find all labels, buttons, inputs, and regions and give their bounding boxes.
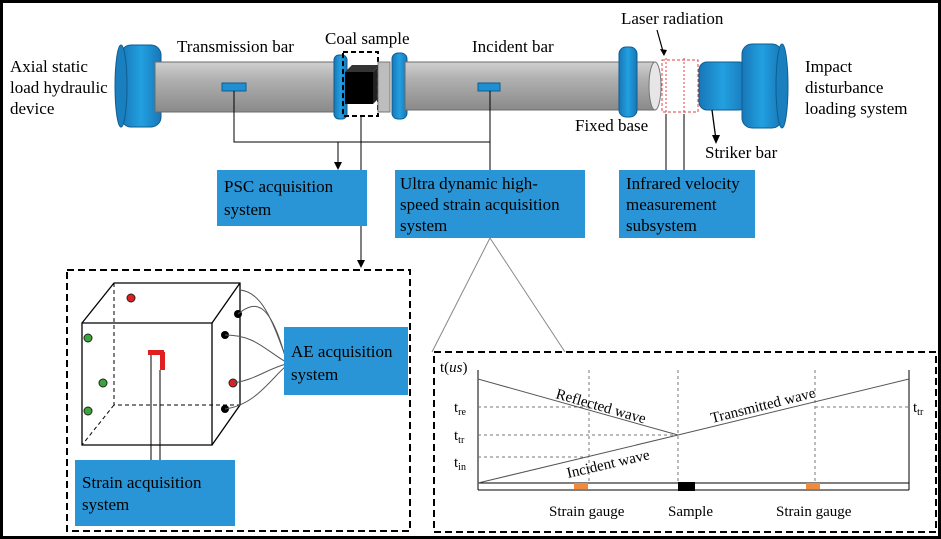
incident-gauge bbox=[477, 82, 501, 92]
impact-label: Impact disturbance loading system bbox=[805, 57, 907, 118]
infrared-box-label: Infrared velocity measurement subsystem bbox=[626, 174, 744, 235]
fixed-base-label: Fixed base bbox=[575, 116, 648, 135]
t-tr-label: ttr bbox=[454, 428, 465, 446]
incident-wave-line bbox=[477, 434, 679, 484]
coal-sample-block bbox=[345, 72, 373, 104]
reflected-wave-line bbox=[477, 378, 679, 436]
strain-box bbox=[75, 460, 235, 526]
psc-box-label: PSC acquisition system bbox=[224, 177, 337, 219]
striker-bar bbox=[698, 61, 748, 111]
strain-gauge-left-label: Strain gauge bbox=[549, 504, 625, 520]
ae-box-label: AE acquisition system bbox=[291, 342, 397, 384]
transmission-bar-label: Transmission bar bbox=[177, 37, 294, 56]
transmission-gauge bbox=[221, 82, 247, 92]
infrared-box bbox=[619, 170, 755, 238]
ae-sensor-green bbox=[83, 333, 93, 343]
t-tr-right-label: ttr bbox=[913, 400, 924, 418]
transmission-bar bbox=[154, 61, 346, 113]
ae-sensor-green bbox=[98, 378, 108, 388]
coal-sample-label: Coal sample bbox=[325, 29, 410, 48]
incident-bar-label: Incident bar bbox=[472, 37, 554, 56]
ae-box bbox=[284, 327, 408, 395]
strain-gauge-left-mark bbox=[574, 483, 588, 489]
sample-flange-right bbox=[377, 61, 391, 113]
t-in-label: tin bbox=[454, 455, 466, 473]
time-axis-label: t(us) bbox=[440, 360, 468, 376]
transmitted-wave-label: Transmitted wave bbox=[709, 385, 817, 427]
reflected-wave-label: Reflected wave bbox=[554, 386, 648, 427]
transmitted-wave-line bbox=[677, 378, 910, 436]
strain-gauge-right-label: Strain gauge bbox=[776, 504, 852, 520]
sample-mark bbox=[678, 482, 695, 491]
axial-static-label: Axial static load hydraulic device bbox=[10, 57, 112, 118]
ultra-box-label: Ultra dynamic high- speed strain acquisi… bbox=[400, 174, 564, 235]
strain-box-label: Strain acquisition system bbox=[82, 473, 206, 514]
striker-bar-label: Striker bar bbox=[705, 143, 778, 162]
connector-psc bbox=[233, 91, 491, 143]
incident-bar bbox=[404, 61, 656, 111]
ae-sensor-red-top bbox=[126, 293, 136, 303]
laser-zone bbox=[661, 59, 699, 113]
cube-panel bbox=[66, 269, 411, 532]
ae-sensor-green bbox=[83, 406, 93, 416]
psc-box bbox=[217, 170, 367, 226]
cube-strain-gauge bbox=[148, 350, 164, 355]
laser-radiation-label: Laser radiation bbox=[621, 9, 724, 28]
t-re-label: tre bbox=[454, 400, 467, 418]
strain-gauge-right-mark bbox=[806, 483, 820, 489]
incident-wave-label: Incident wave bbox=[565, 447, 651, 482]
sample-label: Sample bbox=[668, 504, 713, 520]
fixed-base bbox=[618, 46, 638, 118]
ultra-box bbox=[395, 170, 585, 238]
